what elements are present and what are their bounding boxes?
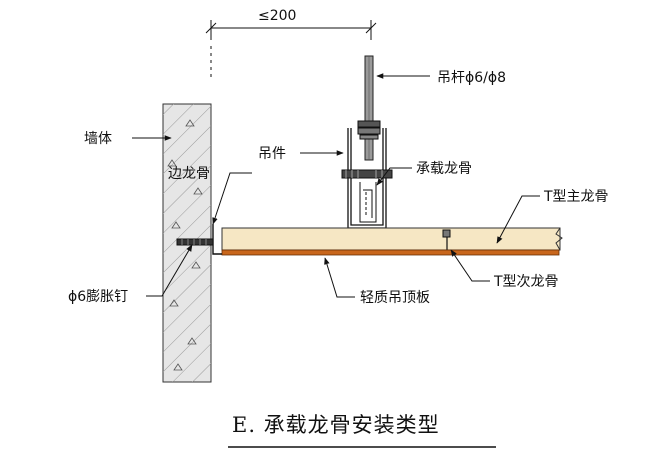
- t-main-keel: [221, 227, 563, 251]
- hanging-rod: [357, 55, 381, 161]
- label-carrier-keel: 承载龙骨: [416, 161, 472, 177]
- edge-keel: [212, 224, 222, 255]
- label-rod: 吊杆ϕ6/ϕ8: [437, 70, 506, 86]
- carrier-keel: [359, 182, 377, 223]
- dimension-line: [205, 20, 377, 80]
- ceiling-panel: [221, 249, 560, 256]
- t-secondary-keel: [442, 229, 451, 252]
- label-ceiling-panel: 轻质吊顶板: [360, 290, 430, 306]
- label-edge-keel: 边龙骨: [168, 166, 210, 182]
- dimension-text: ≤200: [258, 8, 296, 24]
- label-wall: 墙体: [84, 131, 112, 147]
- caption: E. 承载龙骨安装类型: [232, 413, 440, 437]
- label-expansion-bolt: ϕ6膨胀钉: [68, 288, 128, 305]
- leader-lines: [132, 73, 540, 298]
- carrier-bolt: [341, 169, 393, 179]
- label-t-main-keel: T型主龙骨: [543, 189, 609, 205]
- expansion-bolt: [176, 238, 214, 246]
- label-t-secondary-keel: T型次龙骨: [493, 274, 559, 290]
- label-hanger: 吊件: [258, 146, 286, 162]
